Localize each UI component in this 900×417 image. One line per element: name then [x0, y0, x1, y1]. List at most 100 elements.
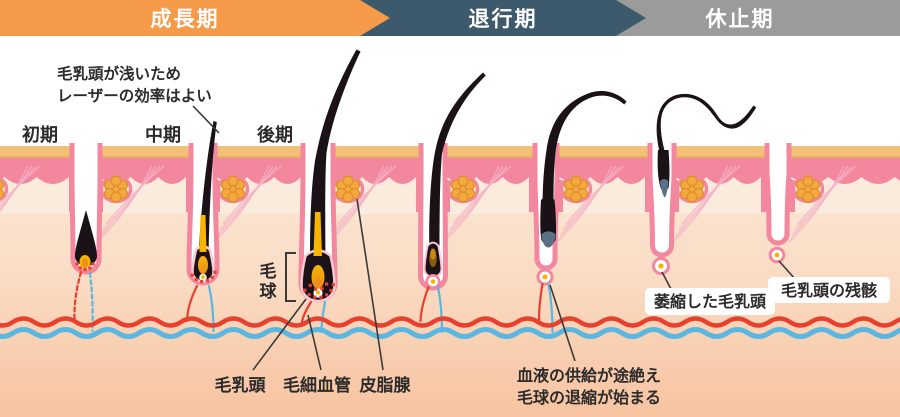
hair-shaft: [429, 72, 486, 260]
arrector-pili-muscle: [0, 165, 29, 213]
bulb-bracket: [285, 252, 296, 302]
stage-label-early: 初期: [22, 124, 58, 146]
hair-germ: [75, 210, 97, 266]
papilla-dot: [320, 287, 324, 291]
gland-lobule: [686, 191, 698, 203]
note-line1: 毛乳頭が浅いため: [57, 64, 181, 83]
arrector-pili-muscle: [791, 165, 849, 237]
follicle-7-telogen-2: [764, 143, 792, 246]
pointer-line-capillary: [307, 314, 322, 371]
arrector-pili-muscle: [96, 165, 153, 243]
annotations: 毛乳頭が浅いため レーザーの効率はよい 初期 中期 後期 毛球 毛乳頭 毛細血管…: [22, 64, 890, 407]
papilla-dot: [307, 293, 311, 297]
arrector-pili-muscle: [675, 165, 733, 237]
remnant-label: 毛乳頭の残骸: [781, 281, 877, 300]
papilla-dot: [75, 262, 79, 266]
pointer-line-note: [192, 105, 220, 134]
arrector-pili-muscle: [337, 165, 397, 225]
papilla-dot: [88, 266, 92, 270]
arrector-pili-muscle: [681, 165, 741, 225]
pointer-line-atrophied: [661, 271, 672, 290]
arrector-pili-muscle: [222, 165, 282, 225]
papilla-dot: [325, 293, 329, 297]
club-root-base: [541, 231, 556, 248]
gland-lobule: [110, 191, 122, 203]
arrector-pili-muscle: [678, 165, 737, 231]
pointer-line-papilla: [252, 298, 307, 371]
gland-lobule: [342, 191, 354, 203]
papilla-dot: [91, 262, 95, 266]
papilla-dot: [213, 270, 217, 274]
papilla-dot: [308, 283, 312, 288]
capillary: [547, 282, 554, 334]
gland-lobule: [457, 191, 469, 203]
arrector-pili-muscle: [0, 165, 33, 211]
gland-lobule: [227, 191, 239, 203]
atrophied-label-box: [645, 288, 775, 315]
gland-lobule: [457, 175, 469, 187]
arrector-pili-muscle: [443, 165, 500, 243]
club-root-tip: [660, 179, 669, 198]
capillary: [300, 300, 313, 324]
gland-lobule: [110, 175, 122, 187]
papilla-dot: [313, 287, 318, 291]
capillary-label: 毛細血管: [283, 375, 351, 396]
gland-lobule: [802, 175, 814, 187]
stage-label-late: 後期: [257, 124, 293, 146]
arrector-pili-muscle: [213, 165, 270, 243]
bulb-label: 毛球: [260, 261, 278, 302]
papilla-dot: [331, 283, 335, 287]
regression-line2: 毛球の退縮が始まる: [517, 388, 661, 407]
arrector-pili-muscle: [672, 165, 729, 243]
note-line2: レーザーの効率はよい: [57, 86, 212, 105]
epidermis-cap: [0, 146, 900, 158]
papilla-dot: [329, 288, 333, 293]
gland-lobule: [802, 191, 814, 203]
arrector-pili-muscle: [334, 165, 393, 231]
arrector-pili-muscle: [788, 165, 845, 243]
papilla-dot: [83, 267, 87, 272]
banner-phase-anagen: [0, 0, 390, 36]
arrector-pili-muscle: [105, 165, 165, 225]
papilla-dot: [78, 266, 82, 270]
gland-lobule: [686, 175, 698, 187]
sebaceous-label: 皮脂腺: [360, 375, 412, 396]
banner-phase-catagen: [358, 0, 646, 36]
arrector-pili-muscle: [446, 165, 504, 237]
arrector-pili-muscle: [0, 165, 41, 205]
papilla-dot: [205, 279, 210, 283]
arrector-pili-muscle: [565, 165, 625, 225]
papilla-dot: [319, 295, 323, 299]
arrector-pili-muscle: [216, 165, 274, 237]
arrector-pili-muscle: [452, 165, 512, 225]
pointer-line-remnant: [778, 260, 797, 281]
capillary: [73, 270, 83, 323]
arrector-pili-muscle: [794, 165, 853, 231]
banner-phase-telogen: [610, 0, 900, 36]
arrector-pili-muscle: [797, 165, 857, 225]
gland-lobule: [0, 179, 5, 191]
gland-lobule: [227, 175, 239, 187]
blood-vessel-vein: [0, 327, 900, 339]
capillary: [537, 282, 544, 323]
gland-lobule: [570, 175, 582, 187]
phase-banner: 成長期 退行期 休止期: [0, 0, 900, 36]
gland-lobule: [0, 188, 5, 199]
gland-lobule: [570, 191, 582, 203]
papilla-dot: [325, 282, 329, 286]
remnant-label-box: [768, 277, 890, 303]
regression-line1: 血液の供給が途絶え: [517, 366, 661, 385]
pointer-line-sebaceous: [356, 198, 384, 371]
hair-shaft-wavy: [656, 93, 757, 152]
pointer-line-regression: [549, 284, 576, 362]
arrector-pili-muscle: [331, 165, 389, 237]
blood-vessel-artery: [0, 316, 900, 328]
papilla-dot: [313, 295, 317, 299]
arrector-pili-muscle: [449, 165, 508, 231]
papilla-dot: [303, 288, 307, 292]
arrector-pili-muscle: [99, 165, 157, 237]
skin-cross-section: [0, 49, 900, 417]
papilla-dot: [210, 275, 214, 279]
arrector-pili-muscle: [562, 165, 621, 231]
